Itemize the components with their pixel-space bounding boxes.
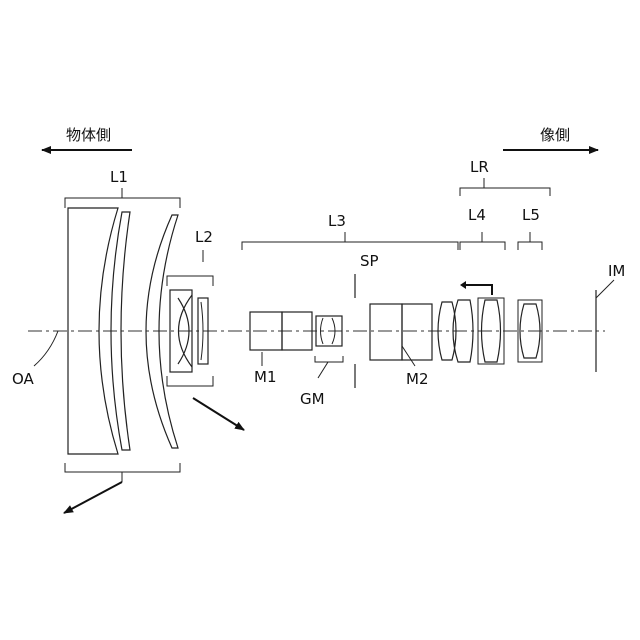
image-side-indicator: 像側	[503, 126, 598, 150]
lens-group-l3: L3 M1 GM SP M2	[242, 212, 473, 408]
lens-group-l4: L4	[460, 206, 505, 364]
lr-bracket	[460, 188, 550, 196]
l1-move-arrow	[64, 482, 122, 513]
l2-label: L2	[195, 228, 213, 246]
oa-label: OA	[12, 370, 35, 388]
l3-label: L3	[328, 212, 346, 230]
m2-label: M2	[406, 370, 429, 388]
object-side-indicator: 物体側	[42, 126, 132, 150]
lens-group-l5: L5	[518, 206, 542, 362]
object-side-label: 物体側	[66, 126, 111, 144]
gm-bracket	[315, 356, 343, 362]
image-plane: IM	[596, 262, 625, 372]
gm-label: GM	[300, 390, 325, 408]
l4-bracket	[460, 242, 505, 250]
m1-label: M1	[254, 368, 277, 386]
m2-element-b	[402, 304, 432, 360]
im-leader	[596, 280, 614, 298]
l2-upper-bracket	[167, 276, 213, 286]
l1-label: L1	[110, 168, 128, 186]
oa-leader	[34, 331, 58, 366]
sp-label: SP	[360, 252, 379, 270]
l4-label: L4	[468, 206, 486, 224]
l3-bracket	[242, 242, 458, 250]
l2-element-2-curve	[201, 302, 203, 360]
lens-group-l1: L1	[64, 168, 180, 513]
l2-lower-bracket	[167, 376, 213, 386]
im-label: IM	[608, 262, 625, 280]
l4-move-arrowhead	[460, 281, 466, 289]
l5-bracket	[518, 242, 542, 250]
axis-label: OA	[12, 331, 58, 388]
lr-label: LR	[470, 158, 489, 176]
m2-leader	[402, 346, 415, 366]
l4-arrow-stem	[466, 285, 492, 295]
l1-lower-bracket	[65, 463, 180, 472]
l2-move-arrow	[193, 398, 244, 430]
lens-group-lr: LR	[460, 158, 550, 196]
lens-group-l2: L2	[167, 228, 244, 430]
m2-element-a	[370, 304, 402, 360]
l1-bracket	[65, 198, 180, 208]
gm-leader	[318, 362, 328, 378]
image-side-label: 像側	[540, 126, 570, 144]
l5-label: L5	[522, 206, 540, 224]
